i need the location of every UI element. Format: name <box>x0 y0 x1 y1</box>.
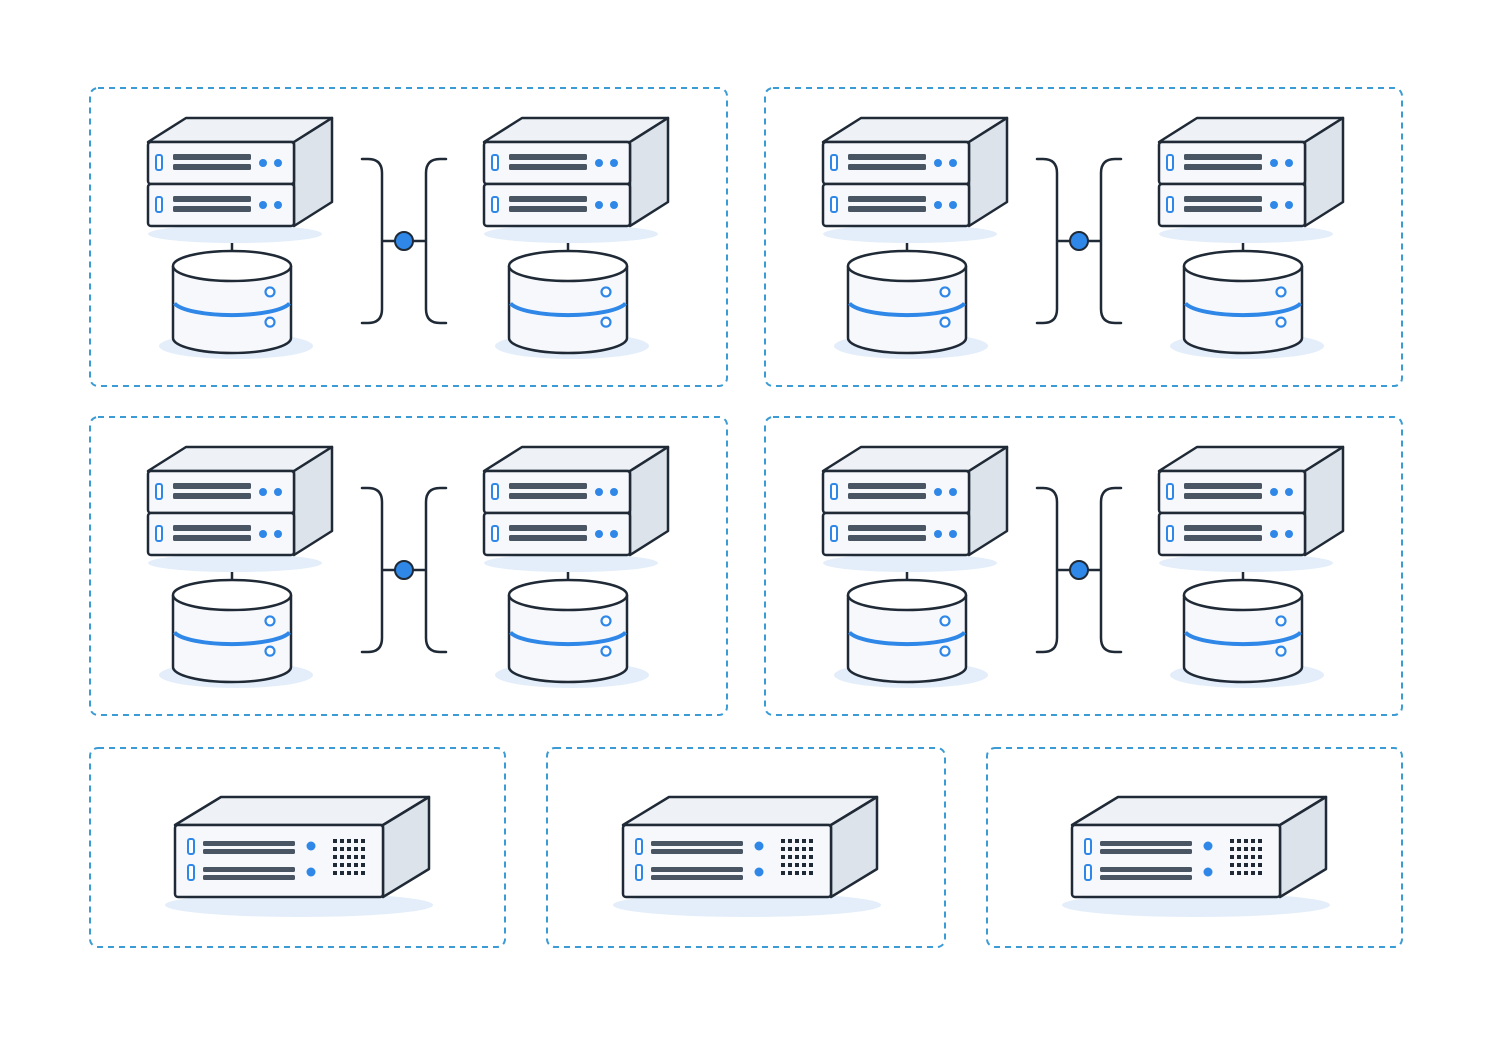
standalone-group-1 <box>89 747 506 948</box>
cluster-group-2 <box>764 87 1403 387</box>
cluster-member <box>482 116 670 359</box>
database-icon[interactable] <box>834 249 988 359</box>
link-node-icon <box>360 486 448 654</box>
server-appliance-icon[interactable] <box>613 795 881 917</box>
group-boundary <box>89 87 728 387</box>
rack-server-icon[interactable] <box>146 445 334 572</box>
cluster-member <box>146 445 334 688</box>
cluster-member <box>1157 116 1345 359</box>
group-boundary <box>89 747 506 948</box>
standalone-group-2 <box>546 747 946 948</box>
rack-server-icon[interactable] <box>482 445 670 572</box>
rack-server-icon[interactable] <box>821 116 1009 243</box>
cluster-member <box>1157 445 1345 688</box>
rack-server-icon[interactable] <box>146 116 334 243</box>
group-boundary <box>89 416 728 716</box>
cluster-member <box>821 116 1009 359</box>
link-node-icon <box>360 157 448 325</box>
group-boundary <box>764 87 1403 387</box>
group-boundary <box>986 747 1403 948</box>
database-icon[interactable] <box>495 249 649 359</box>
database-icon[interactable] <box>1170 249 1324 359</box>
link-node-icon <box>1035 486 1123 654</box>
cluster-group-3 <box>89 416 728 716</box>
rack-server-icon[interactable] <box>1157 116 1345 243</box>
group-boundary <box>764 416 1403 716</box>
cluster-member <box>482 445 670 688</box>
standalone-group-3 <box>986 747 1403 948</box>
cluster-member <box>821 445 1009 688</box>
database-icon[interactable] <box>159 578 313 688</box>
rack-server-icon[interactable] <box>821 445 1009 572</box>
rack-server-icon[interactable] <box>482 116 670 243</box>
server-appliance-icon[interactable] <box>1062 795 1330 917</box>
server-appliance-icon[interactable] <box>165 795 433 917</box>
cluster-group-1 <box>89 87 728 387</box>
rack-server-icon[interactable] <box>1157 445 1345 572</box>
database-icon[interactable] <box>159 249 313 359</box>
database-icon[interactable] <box>834 578 988 688</box>
database-icon[interactable] <box>495 578 649 688</box>
cluster-member <box>146 116 334 359</box>
group-boundary <box>546 747 946 948</box>
database-icon[interactable] <box>1170 578 1324 688</box>
cluster-group-4 <box>764 416 1403 716</box>
link-node-icon <box>1035 157 1123 325</box>
